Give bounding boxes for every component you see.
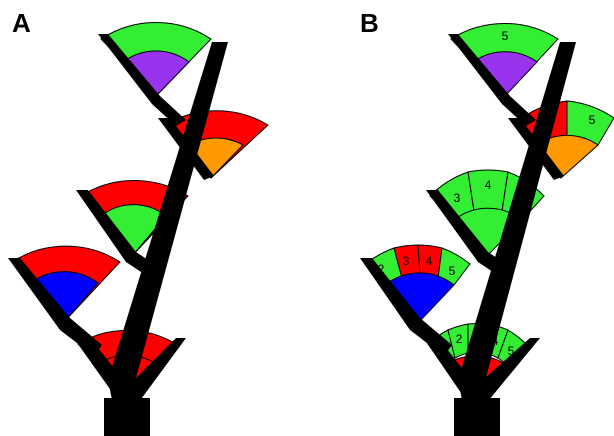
panel-b-label: B: [360, 8, 379, 38]
cup-b-third-label-4: 4: [485, 178, 492, 192]
trunk-b-branch3: [426, 190, 512, 278]
cup-b-top-label-5: 5: [502, 29, 509, 43]
trunk-a-branch2: [158, 118, 214, 180]
trunk-b-base: [454, 398, 500, 436]
panel-b: B 5 4 5 3 4 5: [360, 8, 614, 436]
cup-b-fourth-label-4: 4: [426, 254, 433, 268]
trunk-a-branch1: [98, 34, 186, 126]
trunk-b-branch1: [448, 34, 536, 126]
cup-b-fourth-label-3: 3: [403, 254, 410, 268]
cup-b-top: 5: [450, 22, 559, 97]
cup-b-top-inner: [472, 51, 538, 97]
cup-b-fourth: 2 3 4 5: [367, 244, 471, 323]
trunk-a: [8, 34, 228, 436]
trunk-a-branch3: [76, 190, 160, 278]
trunk-a-main: [108, 42, 228, 400]
trunk-a-branch4: [8, 258, 102, 356]
cup-a-top: [100, 22, 212, 97]
trunk-b-main: [458, 42, 576, 400]
trunk-b-branch2: [508, 118, 564, 180]
panel-a: A: [8, 8, 269, 436]
trunk-a-base: [104, 398, 150, 436]
cup-a-fourth: [11, 245, 121, 323]
cup-b-second-label-5: 5: [589, 113, 596, 127]
trunk-b-branch4: [360, 258, 452, 356]
cup-b-bottom-label-2: 2: [456, 332, 463, 346]
cup-b-fourth-label-2: 2: [378, 262, 385, 276]
cup-b-fourth-label-5: 5: [449, 264, 456, 278]
cup-a-fourth-inner: [28, 271, 99, 323]
cup-b-bottom-label-5: 5: [508, 344, 515, 358]
trunk-b: [360, 34, 576, 436]
cup-b-fourth-inner: [384, 272, 455, 323]
cup-a-top-inner: [122, 50, 190, 97]
cup-b-third-label-3: 3: [454, 191, 461, 205]
panel-a-label: A: [12, 8, 31, 38]
